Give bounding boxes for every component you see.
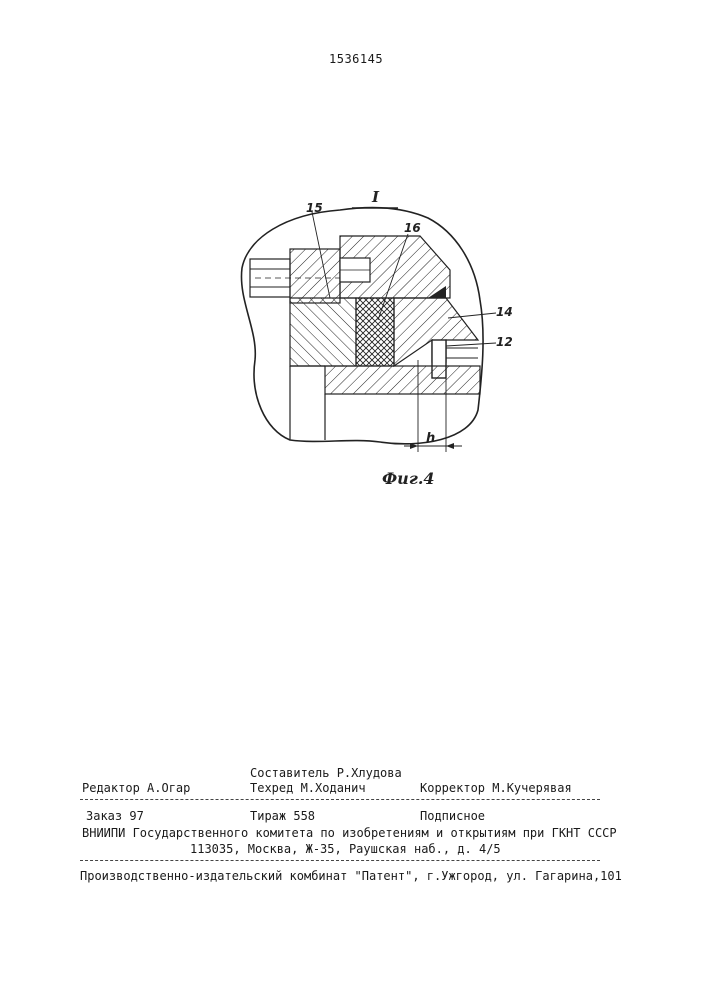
compiler-line: Составитель Р.Хлудова — [250, 766, 402, 780]
label-16: 16 — [404, 221, 421, 235]
figure-4-drawing: I 15 16 14 12 h Фиг.4 — [230, 180, 550, 500]
seal-part-16 — [356, 298, 394, 366]
shaft — [325, 366, 480, 394]
editor-line: Редактор А.Огар — [82, 781, 190, 795]
label-15: 15 — [306, 201, 323, 215]
corrector-line: Корректор М.Кучерявая — [420, 781, 572, 795]
page-number: 1536145 — [329, 52, 383, 66]
divider-1 — [80, 799, 600, 800]
org-line: ВНИИПИ Государственного комитета по изоб… — [82, 826, 617, 840]
label-12: 12 — [496, 335, 513, 349]
figure-caption: Фиг.4 — [382, 469, 435, 488]
circulation-line: Тираж 558 — [250, 809, 315, 823]
bolt-shank — [290, 249, 340, 303]
publisher-line: Производственно-издательский комбинат "П… — [80, 869, 622, 883]
detail-label: I — [371, 188, 380, 206]
left-block — [290, 298, 356, 366]
divider-2 — [80, 860, 600, 861]
subscription-line: Подписное — [420, 809, 485, 823]
techred-line: Техред М.Ходанич — [250, 781, 366, 795]
order-line: Заказ 97 — [86, 809, 144, 823]
label-14: 14 — [496, 305, 513, 319]
label-h: h — [426, 431, 435, 446]
address-line: 113035, Москва, Ж-35, Раушская наб., д. … — [190, 842, 501, 856]
